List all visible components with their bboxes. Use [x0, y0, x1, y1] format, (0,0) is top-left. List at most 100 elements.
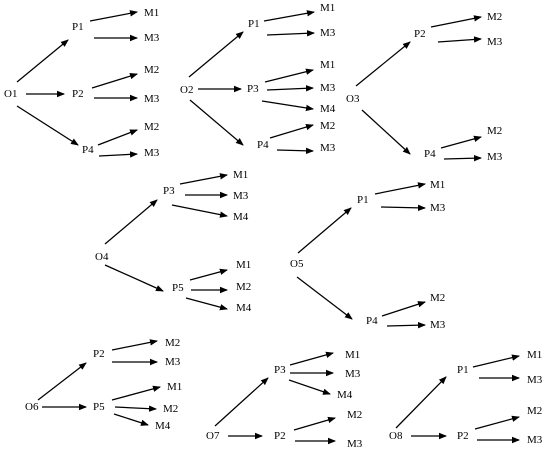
process-node-o5-p1: P1: [357, 194, 369, 206]
process-node-o8-p2: P2: [457, 430, 469, 442]
process-node-o1-p2: P2: [72, 88, 84, 100]
labels-layer: O1P1M1M3P2M2M3P4M2M3O2P1M1M3P3M1M3M4P4M2…: [4, 2, 543, 450]
arrow-p4-to-m2: [440, 135, 482, 149]
process-node-o2-p4: P4: [257, 139, 269, 151]
arrow-p4-to-m2: [381, 301, 426, 317]
arrow-o5-to-p4: [296, 276, 353, 320]
process-node-o7-p2: P2: [274, 430, 286, 442]
machine-node-o6-p5-m4: M4: [155, 420, 171, 432]
arrow-p4-to-m3: [386, 321, 426, 329]
arrow-o4-to-p5: [104, 264, 164, 292]
machine-node-o5-p1-m1: M1: [430, 179, 445, 191]
machine-node-o4-p3-m4: M4: [233, 211, 249, 223]
operation-node-o7: O7: [206, 430, 220, 442]
machine-node-o5-p4-m3: M3: [430, 319, 446, 331]
machine-node-o1-p4-m2: M2: [144, 121, 159, 133]
arrow-p3-to-m4: [171, 204, 228, 218]
arrow-p4-to-m2: [97, 129, 138, 146]
arrow-o3-to-p4: [361, 109, 411, 155]
process-node-o8-p1: P1: [457, 364, 469, 376]
arrow-p2-to-m2: [430, 15, 482, 28]
process-node-o7-p3: P3: [274, 364, 286, 376]
arrow-o6-to-p2: [37, 362, 87, 401]
arrow-p2-to-m2: [474, 415, 520, 430]
operation-node-o1: O1: [4, 88, 17, 100]
arrow-p4-to-m3: [98, 151, 138, 158]
machine-node-o5-p4-m2: M2: [430, 292, 445, 304]
arrow-p2-to-m2: [91, 73, 138, 89]
machine-node-o8-p1-m3: M3: [527, 374, 543, 386]
process-node-o3-p4: P4: [424, 148, 436, 160]
process-node-o1-p1: P1: [72, 21, 84, 33]
machine-node-o4-p5-m2: M2: [236, 281, 251, 293]
arrow-p5-to-m1: [189, 268, 228, 281]
machine-node-o2-p3-m4: M4: [320, 103, 336, 115]
machine-node-o1-p1-m3: M3: [144, 32, 160, 44]
machine-node-o2-p1-m3: M3: [320, 27, 336, 39]
edges-layer: [16, 10, 520, 445]
arrow-p3-to-m3: [266, 85, 314, 92]
arrow-p2-to-m2: [111, 339, 158, 351]
machine-node-o6-p2-m3: M3: [165, 356, 181, 368]
arrow-p3-to-m4: [288, 379, 331, 395]
arrow-p5-to-m2: [114, 405, 157, 412]
machine-node-o7-p3-m3: M3: [345, 368, 361, 380]
arrow-p1-to-m3: [266, 30, 315, 37]
arrow-p4-to-m2: [269, 123, 314, 139]
process-node-o2-p1: P1: [248, 18, 260, 30]
process-node-o4-p3: P3: [163, 185, 175, 197]
arrow-p1-to-m1: [472, 354, 520, 368]
machine-node-o7-p3-m4: M4: [337, 389, 353, 401]
arrow-o3-to-p2: [355, 41, 411, 87]
machine-node-o7-p2-m3: M3: [347, 438, 363, 450]
process-node-o5-p4: P4: [366, 315, 378, 327]
arrow-o5-to-p1: [297, 207, 352, 254]
machine-node-o3-p2-m2: M2: [487, 11, 502, 23]
arrow-o2-to-p1: [188, 31, 244, 78]
arrow-p1-to-m1: [374, 182, 426, 195]
operation-node-o4: O4: [95, 251, 109, 263]
machine-node-o2-p4-m2: M2: [320, 120, 335, 132]
machine-node-o8-p2-m2: M2: [527, 405, 542, 417]
machine-node-o4-p3-m1: M1: [233, 169, 248, 181]
machine-node-o1-p1-m1: M1: [144, 7, 159, 19]
arrow-p2-to-m2: [293, 416, 336, 431]
arrow-p3-to-m4: [261, 100, 314, 112]
machine-node-o2-p1-m1: M1: [320, 2, 335, 14]
arrow-p2-to-m3: [437, 36, 482, 43]
process-node-o2-p3: P3: [247, 83, 259, 95]
arrow-p4-to-m3: [443, 154, 482, 162]
machine-node-o4-p5-m4: M4: [236, 302, 252, 314]
machine-node-o1-p2-m3: M3: [144, 93, 160, 105]
process-node-o6-p2: P2: [93, 348, 105, 360]
operation-node-o5: O5: [290, 258, 304, 270]
machine-node-o6-p5-m1: M1: [167, 381, 182, 393]
machine-node-o3-p4-m2: M2: [487, 125, 502, 137]
machine-node-o1-p4-m3: M3: [144, 147, 160, 159]
arrow-o1-to-p1: [16, 39, 69, 83]
arrow-p5-to-m1: [111, 385, 161, 401]
machine-node-o5-p1-m3: M3: [430, 202, 446, 214]
arrow-p1-to-m3: [380, 204, 426, 212]
operation-node-o8: O8: [389, 430, 403, 442]
arrow-o4-to-p3: [104, 199, 158, 245]
machine-node-o8-p1-m1: M1: [527, 349, 542, 361]
process-node-o1-p4: P4: [82, 144, 94, 156]
machine-node-o2-p3-m3: M3: [320, 82, 336, 94]
arrow-p4-to-m3: [276, 147, 314, 155]
machine-node-o3-p2-m3: M3: [487, 36, 503, 48]
machine-node-o8-p2-m3: M3: [527, 434, 543, 446]
arrow-p1-to-m1: [263, 10, 315, 22]
arrow-p3-to-m1: [289, 351, 334, 366]
machine-node-o1-p2-m2: M2: [144, 64, 159, 76]
arrow-p3-to-m1: [264, 68, 314, 83]
machine-node-o6-p5-m2: M2: [163, 403, 178, 415]
arrow-o1-to-p4: [16, 105, 79, 146]
machine-node-o2-p3-m1: M1: [320, 59, 335, 71]
operation-node-o6: O6: [25, 401, 39, 413]
machine-node-o4-p5-m1: M1: [236, 259, 251, 271]
process-node-o3-p2: P2: [414, 28, 426, 40]
machine-node-o7-p2-m2: M2: [347, 409, 362, 421]
machine-node-o7-p3-m1: M1: [345, 349, 360, 361]
